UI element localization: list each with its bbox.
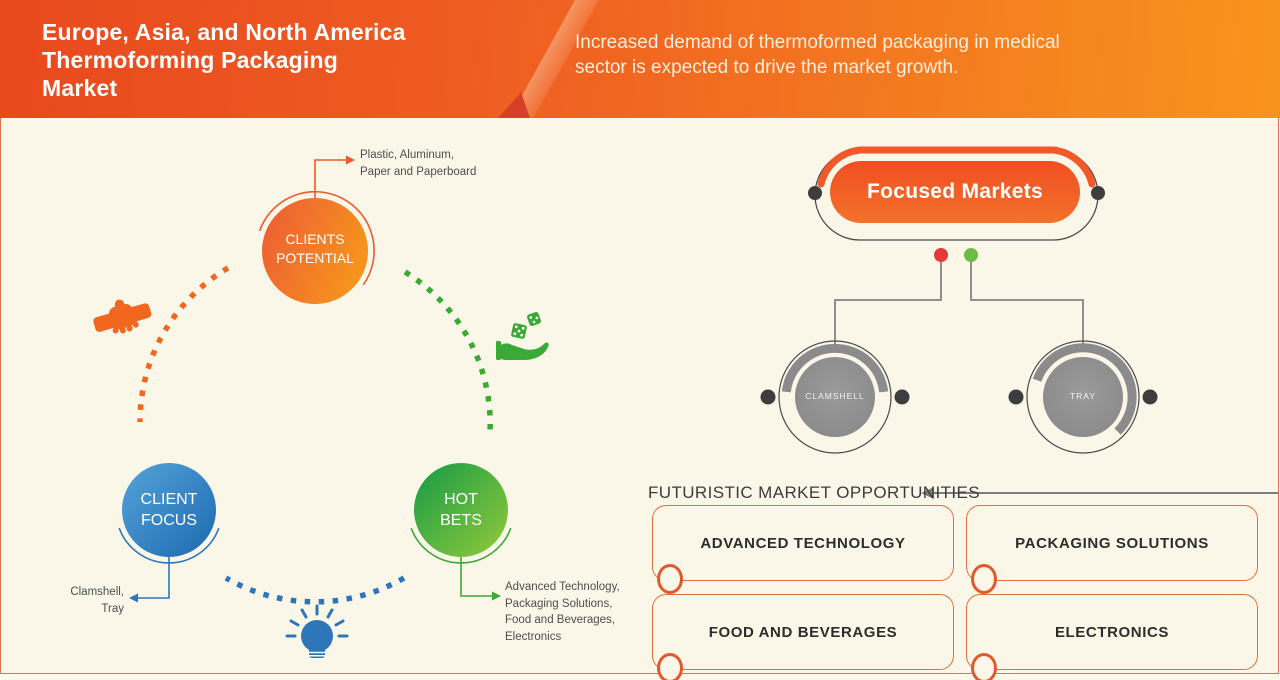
opportunity-box-advanced-technology: ADVANCED TECHNOLOGY — [652, 505, 954, 594]
client-focus-label: CLIENT FOCUS — [140, 491, 198, 529]
header-banner: Europe, Asia, and North America Thermofo… — [0, 0, 1280, 118]
red-dot — [934, 248, 948, 262]
hot-bets-circle — [414, 463, 508, 557]
dotted-arc-blue — [224, 575, 406, 605]
client-focus-annotation: Clamshell, Tray — [70, 586, 124, 615]
tray-label: TRAY — [1069, 391, 1097, 401]
hot-bets-annotation: Advanced Technology, Packaging Solutions… — [505, 581, 620, 643]
box-label: ELECTRONICS — [1054, 623, 1170, 641]
dotted-arc-orange — [137, 265, 230, 423]
opportunity-box-food-and-beverages: FOOD AND BEVERAGES — [652, 594, 954, 680]
focused-markets-title: Focused Markets — [866, 180, 1044, 203]
client-focus-circle — [122, 463, 216, 557]
green-dot — [964, 248, 978, 262]
corner-ring-icon — [971, 653, 997, 680]
clients-potential-annotation: Plastic, Aluminum, Paper and Paperboard — [360, 149, 477, 178]
opportunities-heading: FUTURISTIC MARKET OPPORTUNITIES — [648, 483, 980, 502]
hot-bets-label: HOT BETS — [440, 491, 482, 529]
dotted-arc-green — [403, 269, 493, 433]
handshake-icon — [93, 299, 152, 334]
heading-arrow — [921, 487, 1278, 499]
lightbulb-icon — [285, 604, 349, 658]
dice-in-hand-icon — [496, 312, 549, 360]
box-label: FOOD AND BEVERAGES — [708, 623, 898, 641]
box-label: PACKAGING SOLUTIONS — [1015, 534, 1209, 552]
clients-potential-label: CLIENTS POTENTIAL — [276, 231, 354, 266]
callout-connectors — [129, 155, 501, 603]
page-subtitle: Increased demand of thermoformed packagi… — [575, 32, 1060, 78]
tray-node — [1008, 340, 1158, 454]
corner-ring-icon — [657, 564, 683, 594]
clients-potential-circle — [262, 198, 368, 304]
clamshell-node — [760, 340, 910, 454]
box-label: ADVANCED TECHNOLOGY — [700, 534, 906, 552]
focused-markets-badge — [808, 146, 1105, 241]
branch-connectors — [834, 248, 1084, 346]
page-title: Europe, Asia, and North America Thermofo… — [42, 19, 406, 101]
opportunity-box-electronics: ELECTRONICS — [966, 594, 1258, 680]
clamshell-label: CLAMSHELL — [805, 391, 865, 401]
corner-ring-icon — [971, 564, 997, 594]
corner-ring-icon — [657, 653, 683, 680]
opportunity-box-packaging-solutions: PACKAGING SOLUTIONS — [966, 505, 1258, 594]
dotted-arcs — [137, 265, 493, 605]
